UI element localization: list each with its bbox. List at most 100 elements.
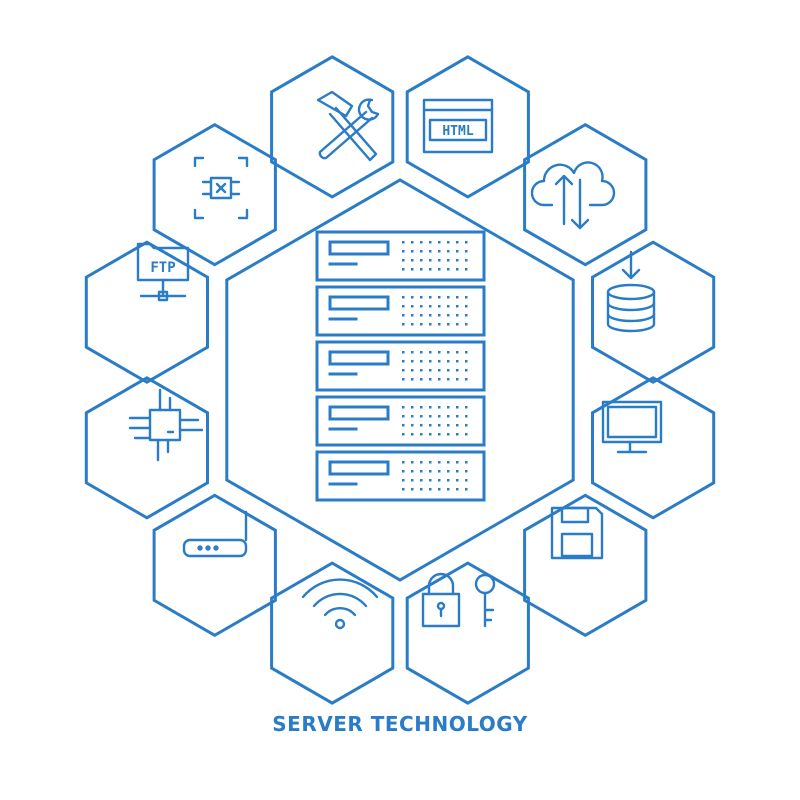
rack-vent-dot: [429, 351, 432, 354]
rack-vent-dot: [465, 479, 468, 482]
rack-vent-dot: [465, 470, 468, 473]
rack-vent-dot: [429, 360, 432, 363]
rack-vent-dot: [402, 369, 405, 372]
rack-vent-dot: [429, 305, 432, 308]
rack-vent-dot: [429, 433, 432, 436]
rack-vent-dot: [429, 323, 432, 326]
rack-vent-dot: [465, 314, 468, 317]
rack-vent-dot: [402, 461, 405, 464]
rack-vent-dot: [411, 424, 414, 427]
rack-vent-dot: [402, 415, 405, 418]
rack-vent-dot: [420, 360, 423, 363]
rack-vent-dot: [456, 241, 459, 244]
html-label: HTML: [442, 124, 473, 139]
rack-vent-dot: [456, 305, 459, 308]
rack-vent-dot: [411, 378, 414, 381]
rack-vent-dot: [402, 351, 405, 354]
rack-vent-dot: [420, 305, 423, 308]
rack-vent-dot: [438, 360, 441, 363]
rack-vent-dot: [429, 314, 432, 317]
rack-vent-dot: [420, 241, 423, 244]
rack-vent-dot: [438, 241, 441, 244]
hexagon-ring: [84, 55, 716, 705]
hexagon-cell: [523, 493, 648, 638]
rack-vent-dot: [447, 351, 450, 354]
rack-vent-dot: [465, 378, 468, 381]
rack-vent-dot: [447, 479, 450, 482]
tools-icon: [316, 90, 380, 162]
rack-vent-dot: [447, 406, 450, 409]
lock-key-icon: [421, 572, 496, 628]
html-window-icon: HTML: [422, 98, 494, 154]
rack-vent-dot: [456, 314, 459, 317]
floppy-disk-icon: [550, 506, 604, 560]
rack-vent-dot: [438, 351, 441, 354]
rack-slot: [328, 240, 390, 256]
router-icon: [182, 510, 248, 558]
database-download-icon: [606, 250, 656, 333]
rack-vent-dot: [411, 268, 414, 271]
rack-vent-dot: [429, 378, 432, 381]
rack-vent-dot: [456, 479, 459, 482]
rack-vent-dot: [465, 424, 468, 427]
rack-slot: [328, 405, 390, 421]
rack-vent-dot: [438, 305, 441, 308]
rack-vent-dot: [456, 415, 459, 418]
rack-vent-dot: [447, 424, 450, 427]
rack-vent-dot: [447, 378, 450, 381]
rack-slot: [328, 350, 390, 366]
hexagon-cell: [591, 240, 716, 384]
rack-vent-dot: [420, 461, 423, 464]
rack-vent-dot: [420, 488, 423, 491]
rack-vent-dot: [402, 296, 405, 299]
rack-vent-dot: [411, 351, 414, 354]
rack-vent-dot: [438, 250, 441, 253]
rack-vent-dot: [402, 323, 405, 326]
rack-vent-dot: [402, 406, 405, 409]
rack-vent-dot: [438, 461, 441, 464]
rack-vent-dot: [465, 259, 468, 262]
rack-vent-dot: [456, 470, 459, 473]
wifi-icon: [301, 578, 379, 630]
rack-vent-dot: [420, 268, 423, 271]
rack-vent-dot: [465, 268, 468, 271]
rack-vent-dot: [420, 323, 423, 326]
rack-vent-dot: [411, 305, 414, 308]
rack-vent-dot: [411, 360, 414, 363]
rack-vent-dot: [420, 424, 423, 427]
rack-vent-dot: [465, 369, 468, 372]
rack-vent-dot: [438, 415, 441, 418]
rack-vent-dot: [402, 360, 405, 363]
diagram-caption: SERVER TECHNOLOGY: [272, 712, 528, 736]
rack-vent-dot: [420, 479, 423, 482]
rack-vent-dot: [429, 369, 432, 372]
rack-vent-dot: [447, 268, 450, 271]
rack-vent-dot: [447, 470, 450, 473]
hexagon-cell: [270, 561, 395, 705]
rack-vent-dot: [402, 433, 405, 436]
rack-vent-dot: [456, 360, 459, 363]
rack-vent-dot: [465, 305, 468, 308]
rack-vent-dot: [420, 378, 423, 381]
rack-vent-dot: [402, 378, 405, 381]
rack-vent-dot: [429, 424, 432, 427]
rack-vent-dot: [429, 268, 432, 271]
rack-vent-dot: [411, 323, 414, 326]
rack-vent-dot: [438, 424, 441, 427]
rack-vent-dot: [420, 470, 423, 473]
rack-vent-dot: [438, 433, 441, 436]
rack-vent-dot: [420, 314, 423, 317]
rack-vent-dot: [447, 314, 450, 317]
rack-vent-dot: [447, 323, 450, 326]
cloud-sync-icon: [530, 161, 616, 230]
rack-vent-dot: [411, 296, 414, 299]
rack-vent-dot: [411, 369, 414, 372]
rack-vent-dot: [447, 461, 450, 464]
rack-vent-dot: [465, 250, 468, 253]
hexagon-cell: [405, 55, 530, 199]
rack-vent-dot: [402, 250, 405, 253]
processor-icon: [128, 388, 204, 462]
rack-vent-dot: [456, 351, 459, 354]
rack-vent-dot: [438, 378, 441, 381]
rack-vent-dot: [465, 461, 468, 464]
